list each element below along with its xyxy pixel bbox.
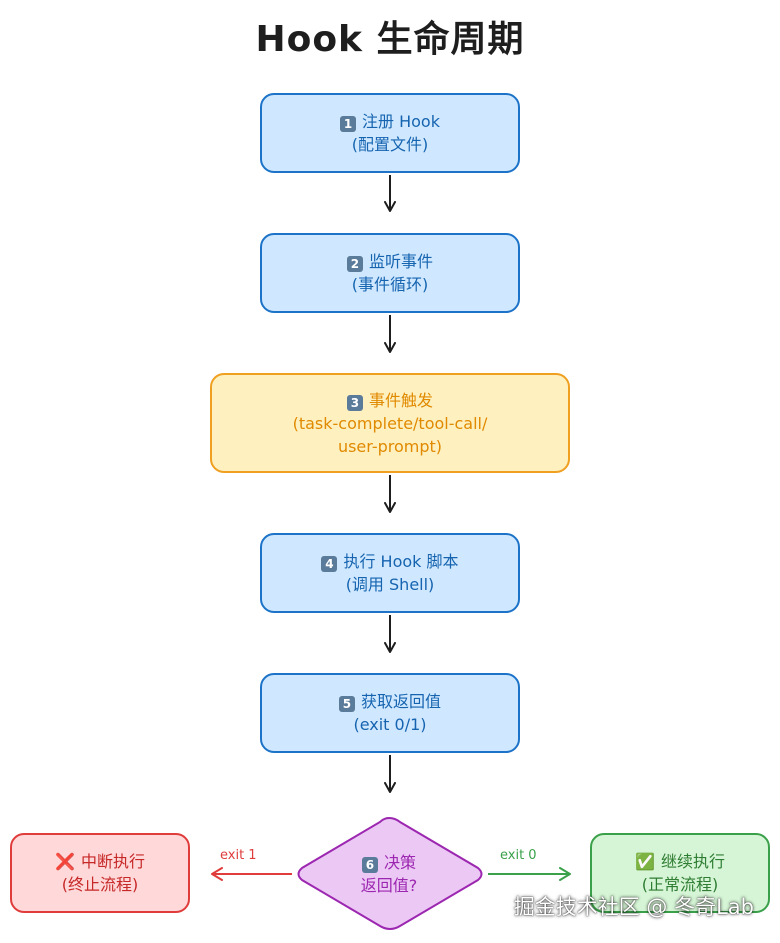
diagram-title: Hook 生命周期 [255, 19, 525, 60]
node-continue: ✅继续执行 (正常流程) [590, 833, 770, 913]
node-interrupt-line2: (终止流程) [61, 875, 139, 894]
node-interrupt: ❌中断执行 (终止流程) [10, 833, 190, 913]
step-6-badge: 6 [361, 857, 378, 873]
watermark: 掘金技术社区 @ 冬奇Lab [513, 895, 754, 919]
node-continue-line2: (正常流程) [641, 875, 719, 894]
node-interrupt-line1: ❌中断执行 [55, 852, 145, 871]
node-listen-line2: (事件循环) [351, 275, 429, 294]
check-icon: ✅ [635, 852, 655, 871]
step-3-badge: 3 [346, 394, 363, 411]
step-4-badge: 4 [321, 556, 338, 572]
decision-diamond [297, 816, 483, 930]
node-register-line2: (配置文件) [351, 135, 429, 154]
cross-icon: ❌ [55, 852, 75, 871]
node-return-line2: (exit 0/1) [353, 715, 427, 734]
decision-line2: 返回值? [360, 876, 418, 895]
exit0-label: exit 0 [500, 848, 537, 863]
node-continue-line1: ✅继续执行 [635, 852, 725, 871]
step-1-badge: 1 [340, 116, 357, 132]
step-2-badge: 2 [346, 256, 363, 272]
exit1-label: exit 1 [220, 848, 257, 863]
node-trigger-line3: user-prompt) [337, 436, 443, 456]
node-trigger-line2: (task-complete/tool-call/ [292, 413, 488, 433]
step-5-badge: 5 [338, 696, 355, 712]
node-execute-line2: (调用 Shell) [345, 575, 435, 594]
